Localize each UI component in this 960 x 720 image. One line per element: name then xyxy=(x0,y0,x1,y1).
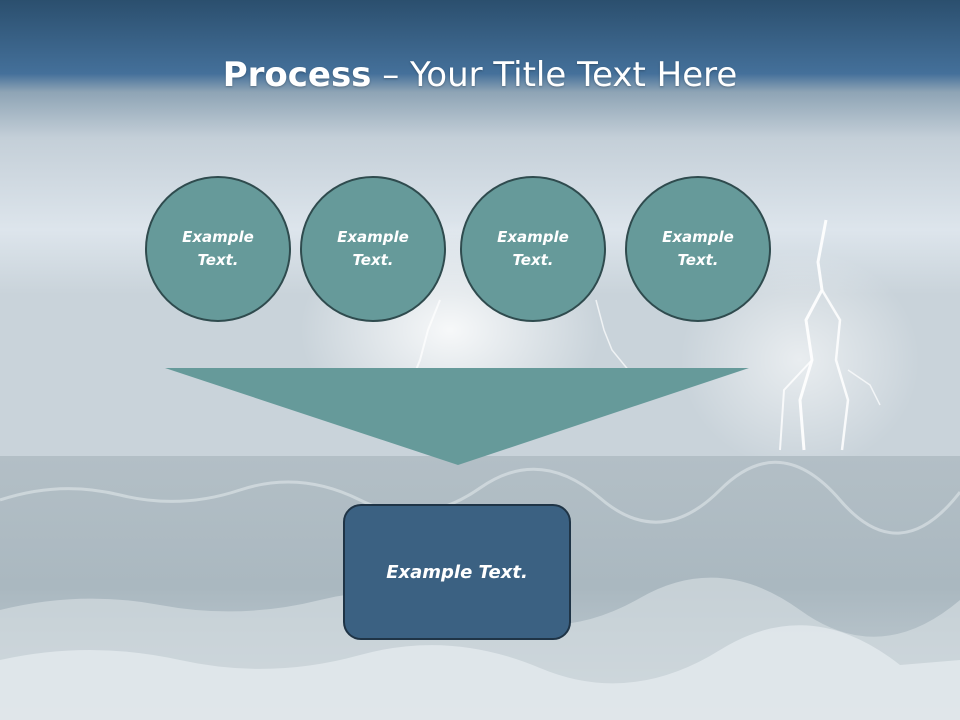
funnel-arrow-shape[interactable] xyxy=(165,368,749,466)
circle-label-line1: Example xyxy=(182,228,254,246)
circle-label-line2: Text. xyxy=(512,251,554,269)
circle-label-line2: Text. xyxy=(197,251,239,269)
circle-label-line2: Text. xyxy=(352,251,394,269)
circle-label-line1: Example xyxy=(337,228,409,246)
circle-label-line1: Example xyxy=(497,228,569,246)
result-box-label: Example Text. xyxy=(386,561,528,583)
slide-title: Process – Your Title Text Here xyxy=(0,52,960,98)
circle-label-line1: Example xyxy=(662,228,734,246)
circle-label-line2: Text. xyxy=(677,251,719,269)
result-box[interactable]: Example Text. xyxy=(343,504,571,640)
title-bold-part: Process xyxy=(222,55,372,95)
title-rest-part: – Your Title Text Here xyxy=(371,55,738,95)
